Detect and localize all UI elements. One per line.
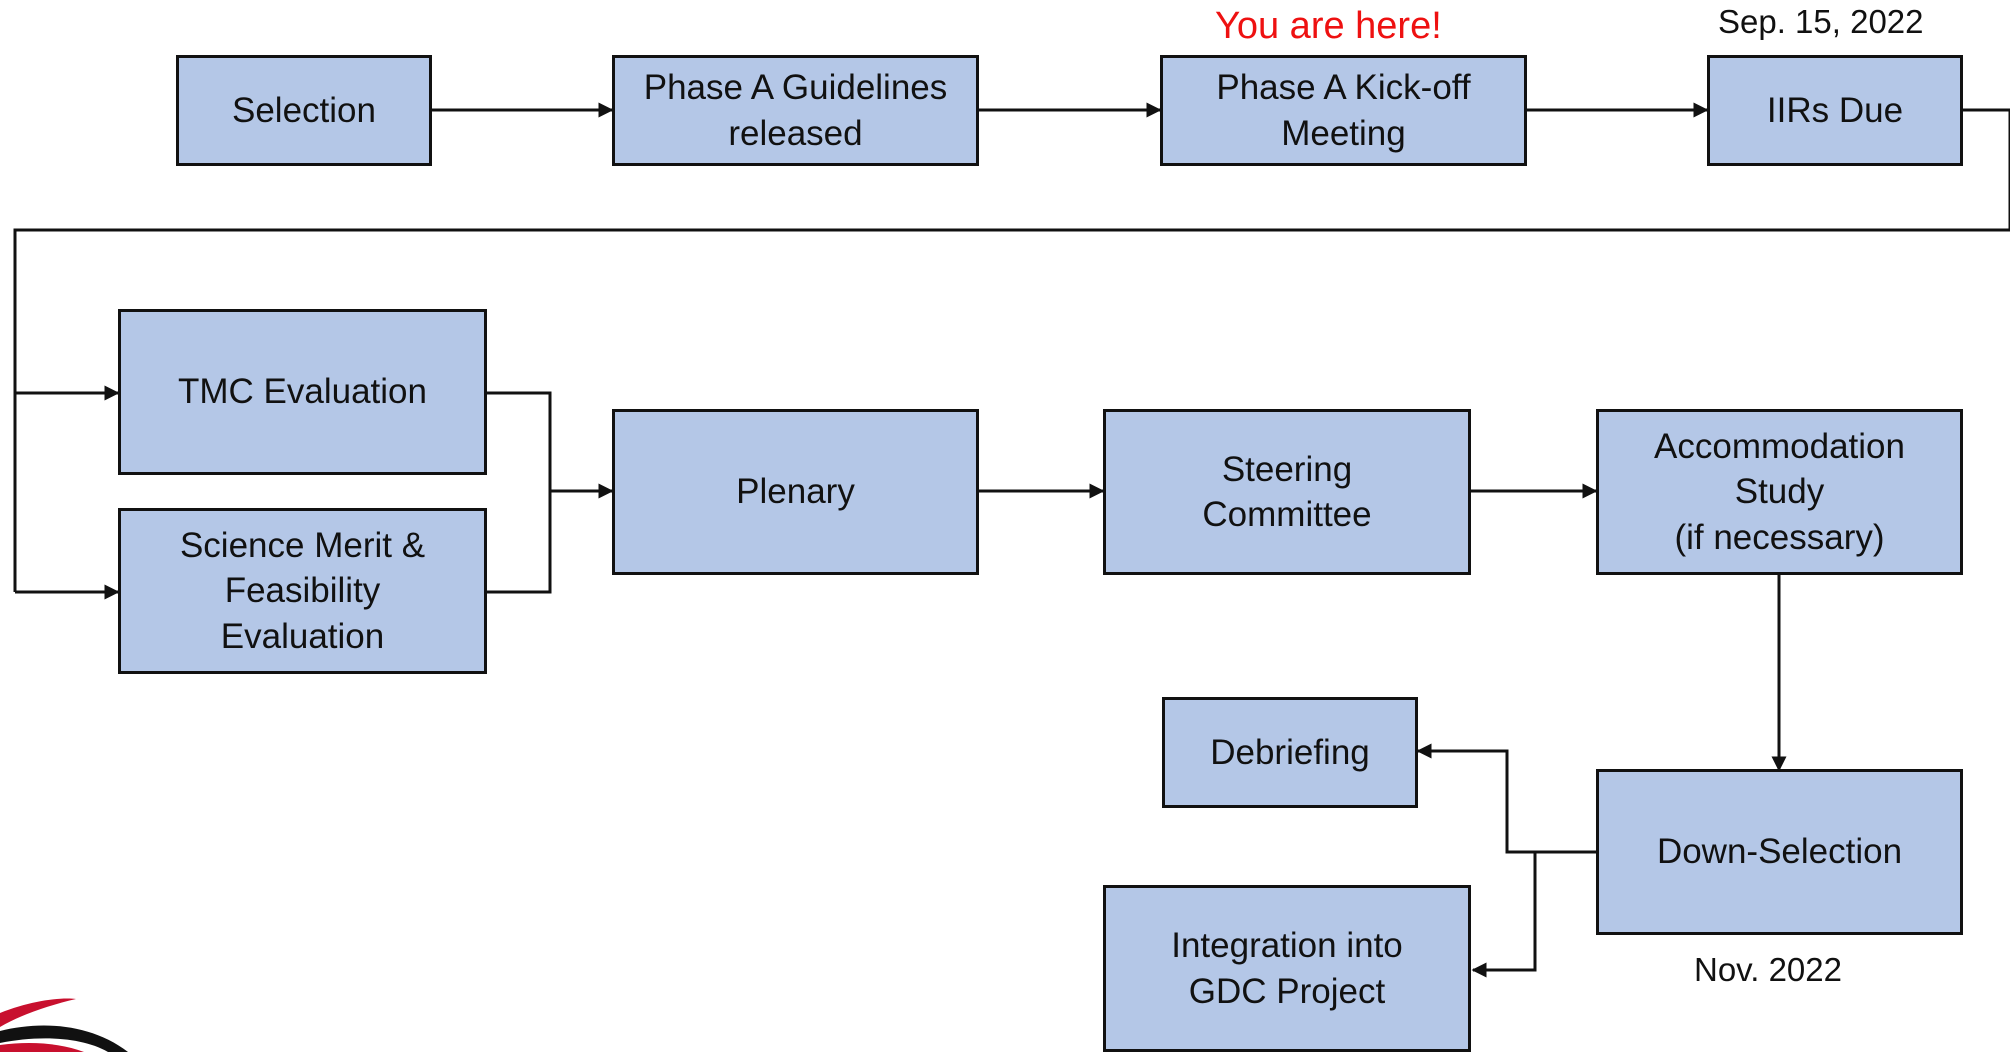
tmc-evaluation-box: TMC Evaluation — [118, 309, 487, 475]
connector-tmc-merge — [487, 391, 552, 594]
down-selection-box: Down-Selection — [1596, 769, 1963, 935]
you-are-here-label: You are here! — [1215, 5, 1442, 47]
connector-iirs-wrap — [13, 108, 2010, 592]
connector-downselection-branch — [1416, 743, 1596, 854]
down-selection-date: Nov. 2022 — [1694, 951, 1842, 988]
selection-box: Selection — [176, 55, 432, 166]
steering-committee-box: Steering Committee — [1103, 409, 1471, 575]
debriefing-box: Debriefing — [1162, 697, 1418, 808]
phase-a-guidelines-box: Phase A Guidelines released — [612, 55, 979, 166]
accommodation-study-box: Accommodation Study (if necessary) — [1596, 409, 1963, 575]
plenary-box: Plenary — [612, 409, 979, 575]
corner-logo-fragment — [0, 998, 128, 1052]
iirs-due-date: Sep. 15, 2022 — [1718, 3, 1924, 40]
integration-gdc-box: Integration into GDC Project — [1103, 885, 1471, 1052]
phase-a-kickoff-box: Phase A Kick-off Meeting — [1160, 55, 1527, 166]
science-merit-box: Science Merit & Feasibility Evaluation — [118, 508, 487, 674]
iirs-due-box: IIRs Due — [1707, 55, 1963, 166]
connector-to-integration — [1471, 852, 1537, 978]
